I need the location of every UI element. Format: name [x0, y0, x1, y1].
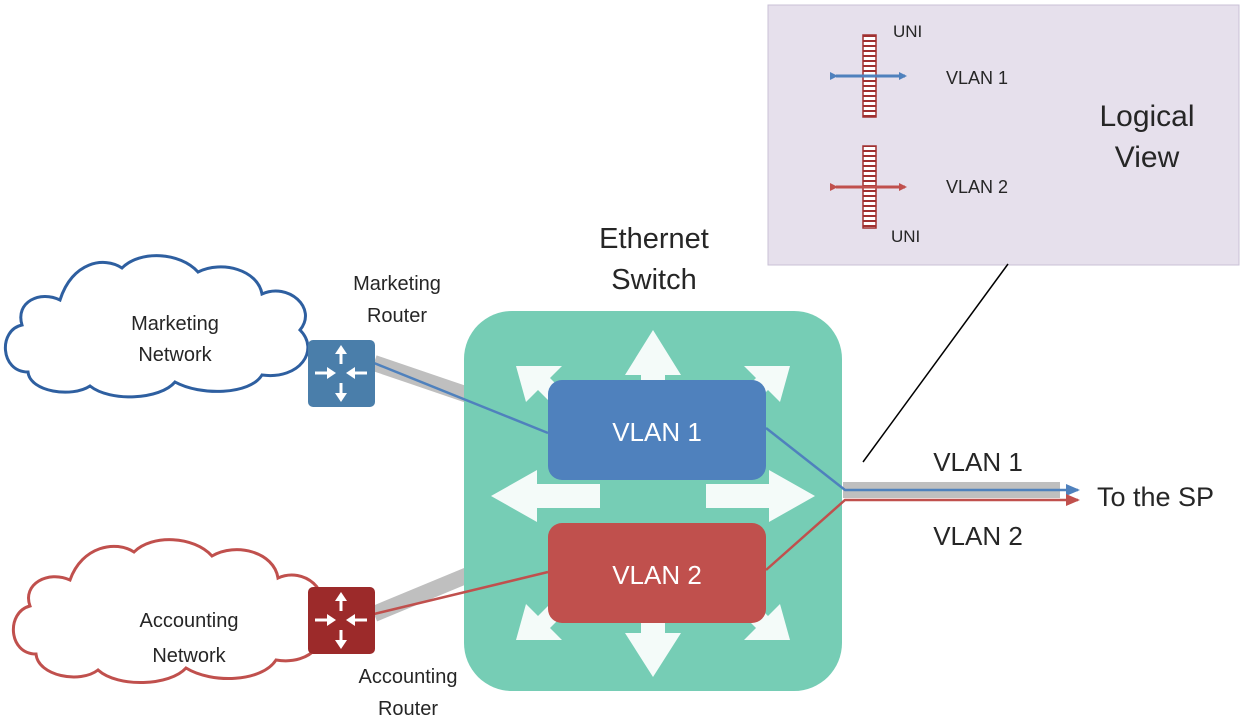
accounting-network-label-line1: Accounting: [140, 610, 239, 632]
destination-label: To the SP: [1097, 482, 1214, 512]
callout-line: [862, 263, 1009, 463]
logical-vlan1-label: VLAN 1: [946, 68, 1008, 88]
uni-top-label: UNI: [893, 22, 922, 41]
logical-vlan2-label: VLAN 2: [946, 177, 1008, 197]
marketing-cloud-icon: [4, 254, 310, 399]
logical-view-title-line2: View: [1115, 141, 1180, 174]
switch-vlan2-label: VLAN 2: [612, 560, 702, 590]
marketing-router-label-line1: Marketing: [353, 273, 441, 295]
switch-vlan2-box: [548, 523, 766, 623]
switch-title-line2: Switch: [611, 264, 696, 296]
marketing-network-label-line2: Network: [138, 344, 212, 366]
accounting-router-label-line1: Accounting: [359, 666, 458, 688]
vlan-links: [373, 361, 1080, 616]
switch-vlan1-label: VLAN 1: [612, 417, 702, 447]
uplink-vlan2-label: VLAN 2: [933, 521, 1023, 551]
marketing-router-icon: [308, 340, 375, 407]
logical-view-panel: UNI VLAN 1 UNI VLAN 2 Logical View: [767, 4, 1240, 266]
accounting-cloud-icon: [12, 538, 324, 685]
vlan1-path: [373, 361, 549, 435]
uni-bottom-label: UNI: [891, 227, 920, 246]
vlan2-uplink: [765, 494, 1080, 571]
vlan1-uplink: [765, 427, 1080, 496]
logical-view-title-line1: Logical: [1099, 100, 1194, 133]
switch-title-line1: Ethernet: [599, 223, 709, 255]
ethernet-switch: VLAN 1 VLAN 2: [464, 311, 842, 691]
marketing-router-label-line2: Router: [367, 305, 427, 327]
accounting-network-label-line2: Network: [152, 645, 226, 667]
accounting-router-label-line2: Router: [378, 698, 438, 720]
uplink-vlan1-label: VLAN 1: [933, 447, 1023, 477]
marketing-network-label-line1: Marketing: [131, 313, 219, 335]
vlan2-path: [373, 570, 549, 616]
switch-vlan1-box: [548, 380, 766, 480]
accounting-router-icon: [308, 587, 375, 654]
